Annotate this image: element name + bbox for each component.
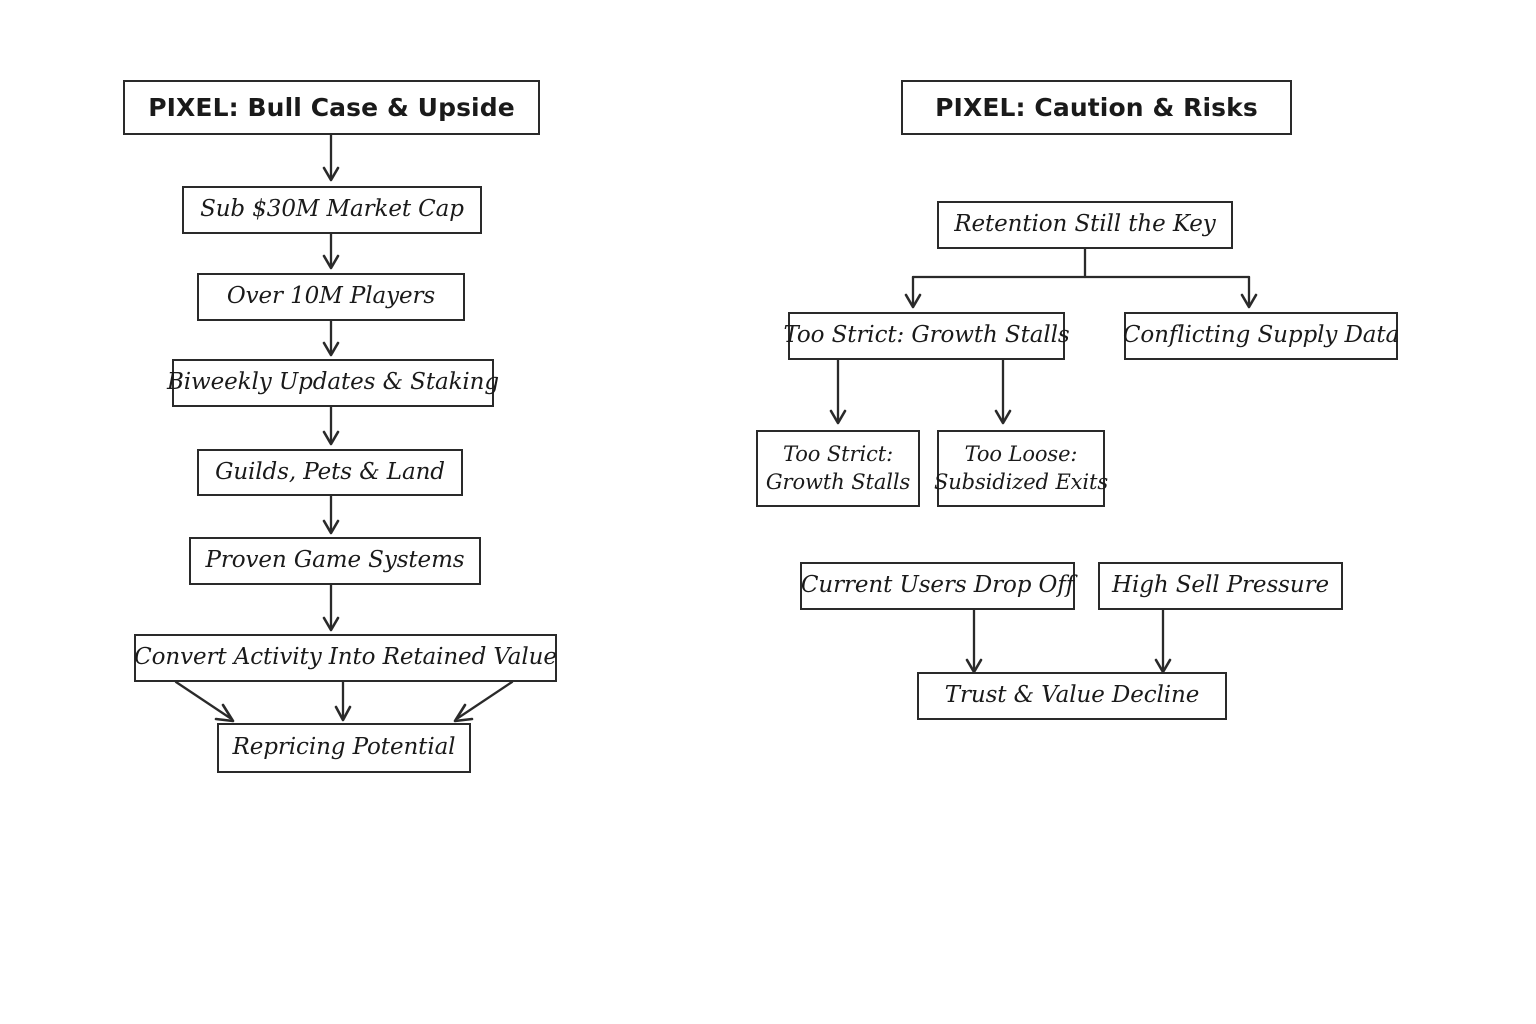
node-caution-risks-title[interactable]: PIXEL: Caution & Risks [901,80,1292,135]
edge-retention-to-too-strict [904,275,922,309]
edge-sub30m-to-players [322,231,340,270]
edge-too-strict-to-strict-growth [829,357,847,425]
node-current-users-drop-off[interactable]: Current Users Drop Off [800,562,1075,610]
edge-proven-to-convert [322,583,340,632]
node-label: Repricing Potential [232,734,456,761]
node-label: Current Users Drop Off [800,572,1075,599]
node-too-strict-growth-stalls-detail[interactable]: Too Strict: Growth Stalls [756,430,920,507]
node-repricing-potential[interactable]: Repricing Potential [217,723,471,773]
edge-retention-branch-stem [911,246,1251,279]
node-label: Guilds, Pets & Land [215,458,445,485]
node-bull-case-title[interactable]: PIXEL: Bull Case & Upside [123,80,540,135]
node-label: Conflicting Supply Data [1122,322,1400,349]
node-label: High Sell Pressure [1112,572,1329,599]
node-label: Sub $30M Market Cap [200,196,464,223]
node-guilds-pets-land[interactable]: Guilds, Pets & Land [197,449,463,496]
edge-users-dropoff-to-trust [965,608,983,674]
node-label-line-2: Growth Stalls [765,469,911,494]
edge-too-strict-to-too-loose [994,357,1012,425]
edge-bull-title-to-sub30m [322,132,340,182]
node-label: Convert Activity Into Retained Value [134,644,557,671]
node-label-line-1: Too Strict: [782,441,894,466]
node-label-line-1: Too Loose: [964,441,1078,466]
node-label: PIXEL: Bull Case & Upside [148,92,515,122]
node-too-loose-subsidized-exits[interactable]: Too Loose: Subsidized Exits [933,430,1109,507]
node-label: PIXEL: Caution & Risks [935,92,1258,122]
node-too-strict-growth-stalls[interactable]: Too Strict: Growth Stalls [783,312,1070,360]
edge-convert-to-repricing-right [453,680,514,723]
node-biweekly-updates-staking[interactable]: Biweekly Updates & Staking [167,359,499,407]
node-high-sell-pressure[interactable]: High Sell Pressure [1098,562,1343,610]
node-label: Over 10M Players [226,283,436,310]
node-convert-activity-into-retained-value[interactable]: Convert Activity Into Retained Value [134,634,557,682]
edge-retention-to-conflicting [1240,275,1258,309]
node-label: Trust & Value Decline [944,682,1200,709]
edge-sell-pressure-to-trust [1154,608,1172,674]
node-label: Retention Still the Key [954,211,1216,238]
node-label: Proven Game Systems [205,547,465,574]
node-conflicting-supply-data[interactable]: Conflicting Supply Data [1122,312,1400,360]
node-trust-value-decline[interactable]: Trust & Value Decline [917,672,1227,720]
edge-biweekly-to-guilds [322,404,340,446]
node-proven-game-systems[interactable]: Proven Game Systems [189,537,481,585]
node-label-line-2: Subsidized Exits [933,469,1109,494]
edge-convert-to-repricing-center [334,680,352,722]
node-over-10m-players[interactable]: Over 10M Players [197,273,465,321]
node-label: Too Strict: Growth Stalls [783,322,1070,349]
node-retention-still-the-key[interactable]: Retention Still the Key [937,201,1233,249]
edge-players-to-biweekly [322,318,340,357]
node-sub-30m-market-cap[interactable]: Sub $30M Market Cap [182,186,482,234]
edge-guilds-to-proven [322,493,340,535]
node-label: Biweekly Updates & Staking [167,369,500,396]
edge-convert-to-repricing-left [174,680,235,723]
